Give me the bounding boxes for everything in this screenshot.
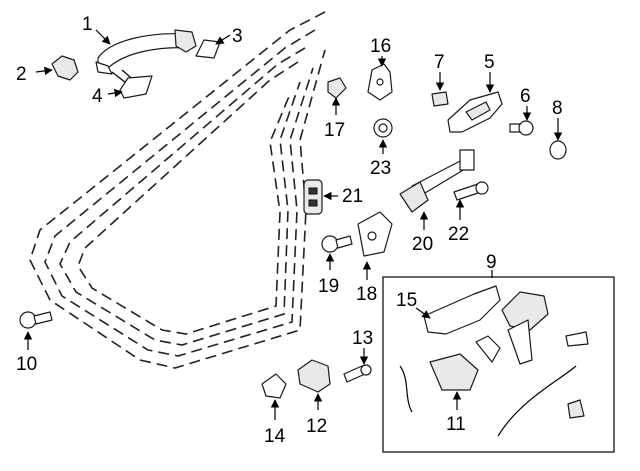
- part-3-gasket: [195, 39, 221, 59]
- part-13-bolt: [343, 364, 372, 383]
- callout-23: 23: [370, 158, 391, 179]
- part-4-gasket: [119, 75, 153, 99]
- part-2-handle-cap: [51, 55, 79, 81]
- callout-21: 21: [342, 186, 363, 207]
- part-9-assembly: [399, 285, 589, 437]
- part-19-bolt: [321, 235, 353, 253]
- part-12-plate: [297, 359, 331, 393]
- callout-18: 18: [356, 284, 377, 305]
- callout-8: 8: [552, 98, 563, 119]
- leader-lines: [23, 29, 563, 420]
- callout-labels: 1 2 3 4 5 6 7 8 9 10 11 12 13 14 15 16 1…: [16, 14, 563, 447]
- callout-9: 9: [486, 252, 497, 273]
- callout-7: 7: [434, 52, 445, 73]
- callout-2: 2: [16, 64, 27, 85]
- part-10-screw: [19, 311, 53, 329]
- callout-19: 19: [318, 276, 339, 297]
- callout-10: 10: [16, 354, 37, 375]
- part-18-hinge: [357, 211, 393, 257]
- part-8-cap: [549, 140, 567, 160]
- part-16-bracket: [367, 63, 393, 101]
- part-6-screw: [509, 120, 534, 136]
- part-7-pad: [431, 91, 449, 107]
- callout-11: 11: [446, 414, 466, 435]
- part-17-clip: [327, 77, 347, 99]
- callout-6: 6: [520, 86, 531, 107]
- callout-16: 16: [370, 36, 391, 57]
- part-9-assembly-box: [382, 276, 615, 453]
- part-5-interior-handle: [447, 91, 503, 133]
- callout-13: 13: [352, 328, 373, 349]
- part-14-pad: [261, 373, 287, 399]
- callout-12: 12: [306, 416, 327, 437]
- part-23-grommet: [373, 118, 393, 138]
- callout-4: 4: [92, 86, 103, 107]
- callout-14: 14: [264, 426, 286, 447]
- callout-5: 5: [484, 52, 495, 73]
- callout-3: 3: [232, 26, 243, 47]
- callout-15: 15: [396, 290, 417, 311]
- callout-17: 17: [324, 120, 345, 141]
- callout-1: 1: [82, 14, 93, 35]
- callout-20: 20: [412, 234, 433, 255]
- part-20-check-arm: [399, 149, 475, 213]
- part-22-bolt: [453, 181, 489, 201]
- callout-22: 22: [448, 224, 469, 245]
- part-21-striker: [303, 179, 323, 215]
